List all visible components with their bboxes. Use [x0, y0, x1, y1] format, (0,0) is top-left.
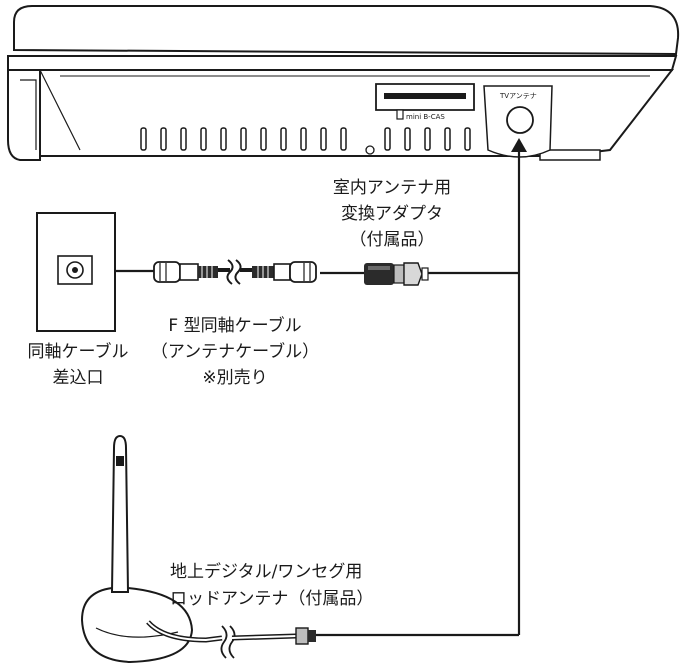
cable-break-mark — [218, 259, 252, 285]
coax-cable-label-line3: ※別売り — [202, 368, 267, 388]
indoor-adapter-label-line2: 変換アダプタ — [341, 204, 443, 224]
wall-outlet-label-line1: 同軸ケーブル — [28, 341, 129, 362]
antenna-jack — [506, 106, 534, 134]
indoor-adapter-label-line3: （付属品） — [350, 230, 435, 250]
indoor-adapter-label: 室内アンテナ用 変換アダプタ （付属品） — [333, 178, 451, 250]
wall-outlet-label-line2: 差込口 — [53, 368, 104, 388]
card-slot-icon — [396, 109, 404, 120]
rod-antenna-label: 地上デジタル/ワンセグ用 ロッドアンテナ（付属品） — [170, 561, 373, 609]
arrow-head — [511, 138, 527, 152]
coax-cable-label-line2: （アンテナケーブル） — [151, 341, 319, 362]
device-hinge — [7, 55, 678, 71]
small-hole — [365, 145, 375, 155]
antenna-base — [80, 587, 194, 664]
wall-outlet — [36, 212, 116, 332]
device-foot — [539, 149, 601, 161]
coax-plug-left — [153, 261, 218, 283]
device-body — [39, 69, 675, 157]
rod-antenna-label-line2: ロッドアンテナ（付属品） — [170, 589, 373, 609]
antenna-rod — [110, 434, 130, 593]
antenna-cable-break — [220, 625, 236, 659]
coax-plug-right — [252, 261, 317, 283]
antenna-plug — [295, 627, 309, 645]
wall-outlet-label: 同軸ケーブル 差込口 — [28, 341, 129, 388]
card-slot-label: mini B-CAS — [406, 113, 445, 121]
rod-antenna — [80, 434, 316, 664]
vent-slots — [140, 127, 471, 151]
antenna-port: TVアンテナ — [483, 85, 553, 158]
device-left-side — [7, 69, 41, 161]
cable-route — [96, 142, 521, 637]
rod-antenna-label-line1: 地上デジタル/ワンセグ用 — [170, 561, 362, 582]
coax-cable-label-line1: F 型同軸ケーブル — [168, 315, 301, 336]
antenna-port-label: TVアンテナ — [499, 92, 537, 100]
indoor-antenna-adapter — [364, 262, 429, 286]
indoor-adapter-label-line1: 室内アンテナ用 — [333, 178, 451, 198]
mini-b-cas-slot: mini B-CAS — [375, 83, 475, 121]
coax-cable-label: F 型同軸ケーブル （アンテナケーブル） ※別売り — [151, 315, 319, 388]
device-lid — [13, 5, 680, 56]
